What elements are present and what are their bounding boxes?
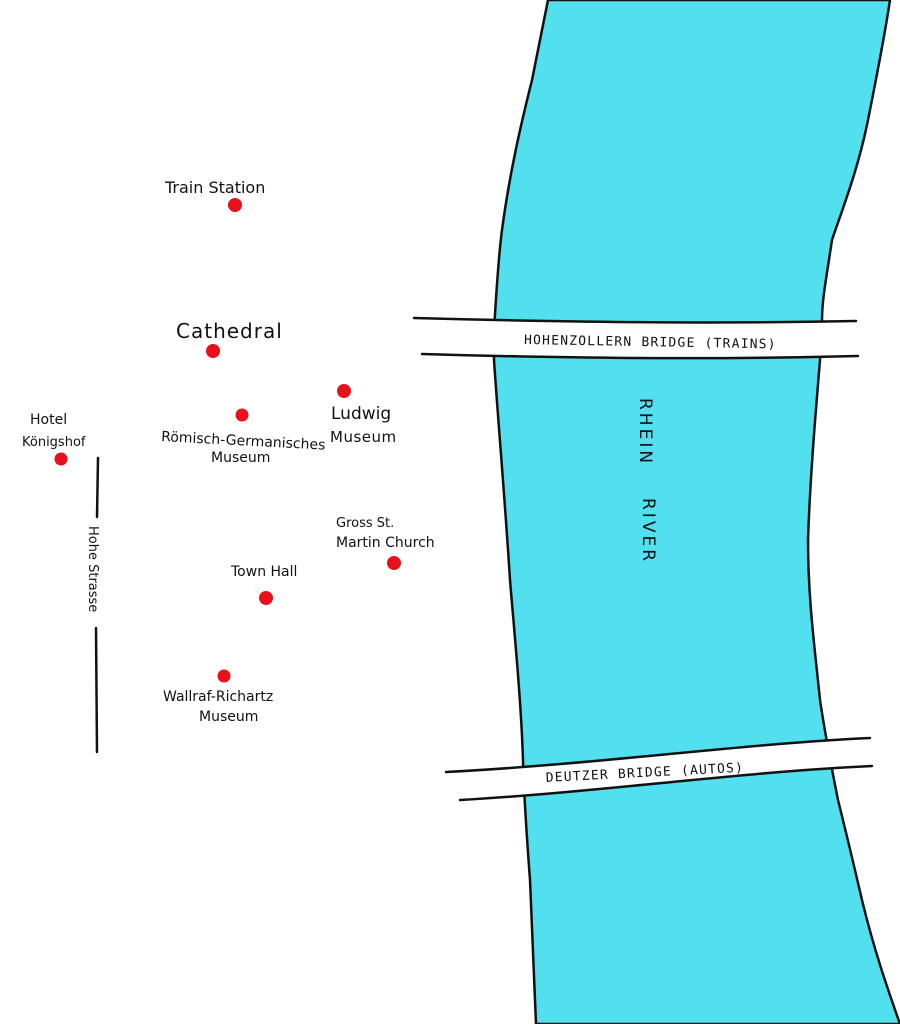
- deutzer-bridge-bottom-edge: [458, 764, 874, 802]
- poi-cathedral: Cathedral: [176, 319, 283, 358]
- poi-wallraf-richartz-museum: Wallraf-Richartz Museum: [163, 669, 273, 725]
- hotel-marker: [54, 452, 68, 466]
- hohenzollern-bridge-label: HOHENZOLLERN BRIDGE (TRAINS): [524, 333, 777, 352]
- ludwig-label-line2: Museum: [330, 428, 397, 446]
- poi-ludwig-museum: Ludwig Museum: [330, 384, 397, 446]
- ludwig-marker: [337, 384, 351, 398]
- hotel-label-line1: Hotel: [30, 412, 67, 428]
- romisch-marker: [235, 408, 249, 422]
- hohe-strasse: Hohe Strasse: [85, 456, 100, 754]
- wallraf-marker: [217, 669, 231, 683]
- poi-gross-st-martin-church: Gross St. Martin Church: [336, 516, 435, 570]
- river-label-line1: RHEIN: [635, 398, 655, 466]
- wallraf-label-line1: Wallraf-Richartz: [163, 689, 273, 705]
- hohenzollern-bridge-deck: [414, 318, 858, 359]
- poi-town-hall: Town Hall: [230, 564, 297, 605]
- train-station-marker: [228, 198, 242, 212]
- deutzer-bridge-top-edge: [444, 736, 872, 774]
- deutzer-bridge-deck: [446, 738, 872, 800]
- river-label-line2: RIVER: [638, 498, 658, 564]
- hohenzollern-bridge: HOHENZOLLERN BRIDGE (TRAINS): [412, 316, 860, 360]
- hohe-strasse-line-upper: [95, 456, 100, 519]
- poi-hotel-konigshof: Hotel Königshof: [22, 412, 86, 466]
- train-station-label: Train Station: [164, 178, 265, 197]
- wallraf-label-line2: Museum: [199, 709, 258, 725]
- hotel-label-line2: Königshof: [22, 435, 86, 450]
- river-label: RHEIN RIVER: [635, 398, 658, 564]
- hohenzollern-bridge-bottom-edge: [420, 352, 860, 360]
- gross-st-martin-label-line2: Martin Church: [336, 535, 435, 551]
- poi-romisch-germanisches-museum: Römisch-Germanisches Museum: [161, 408, 326, 466]
- town-hall-marker: [259, 591, 273, 605]
- rhein-river: [492, 0, 900, 1024]
- hohe-strasse-label: Hohe Strasse: [85, 526, 100, 612]
- hohe-strasse-line-lower: [94, 626, 99, 754]
- poi-train-station: Train Station: [164, 178, 265, 212]
- town-hall-label: Town Hall: [230, 564, 297, 580]
- cathedral-label: Cathedral: [176, 319, 283, 343]
- romisch-label-line2: Museum: [211, 450, 270, 466]
- ludwig-label-line1: Ludwig: [331, 404, 391, 424]
- hohenzollern-bridge-top-edge: [412, 316, 858, 324]
- gross-st-martin-label-line1: Gross St.: [336, 516, 394, 531]
- cathedral-marker: [206, 344, 220, 358]
- river-water: [492, 0, 900, 1024]
- gross-st-martin-marker: [387, 556, 401, 570]
